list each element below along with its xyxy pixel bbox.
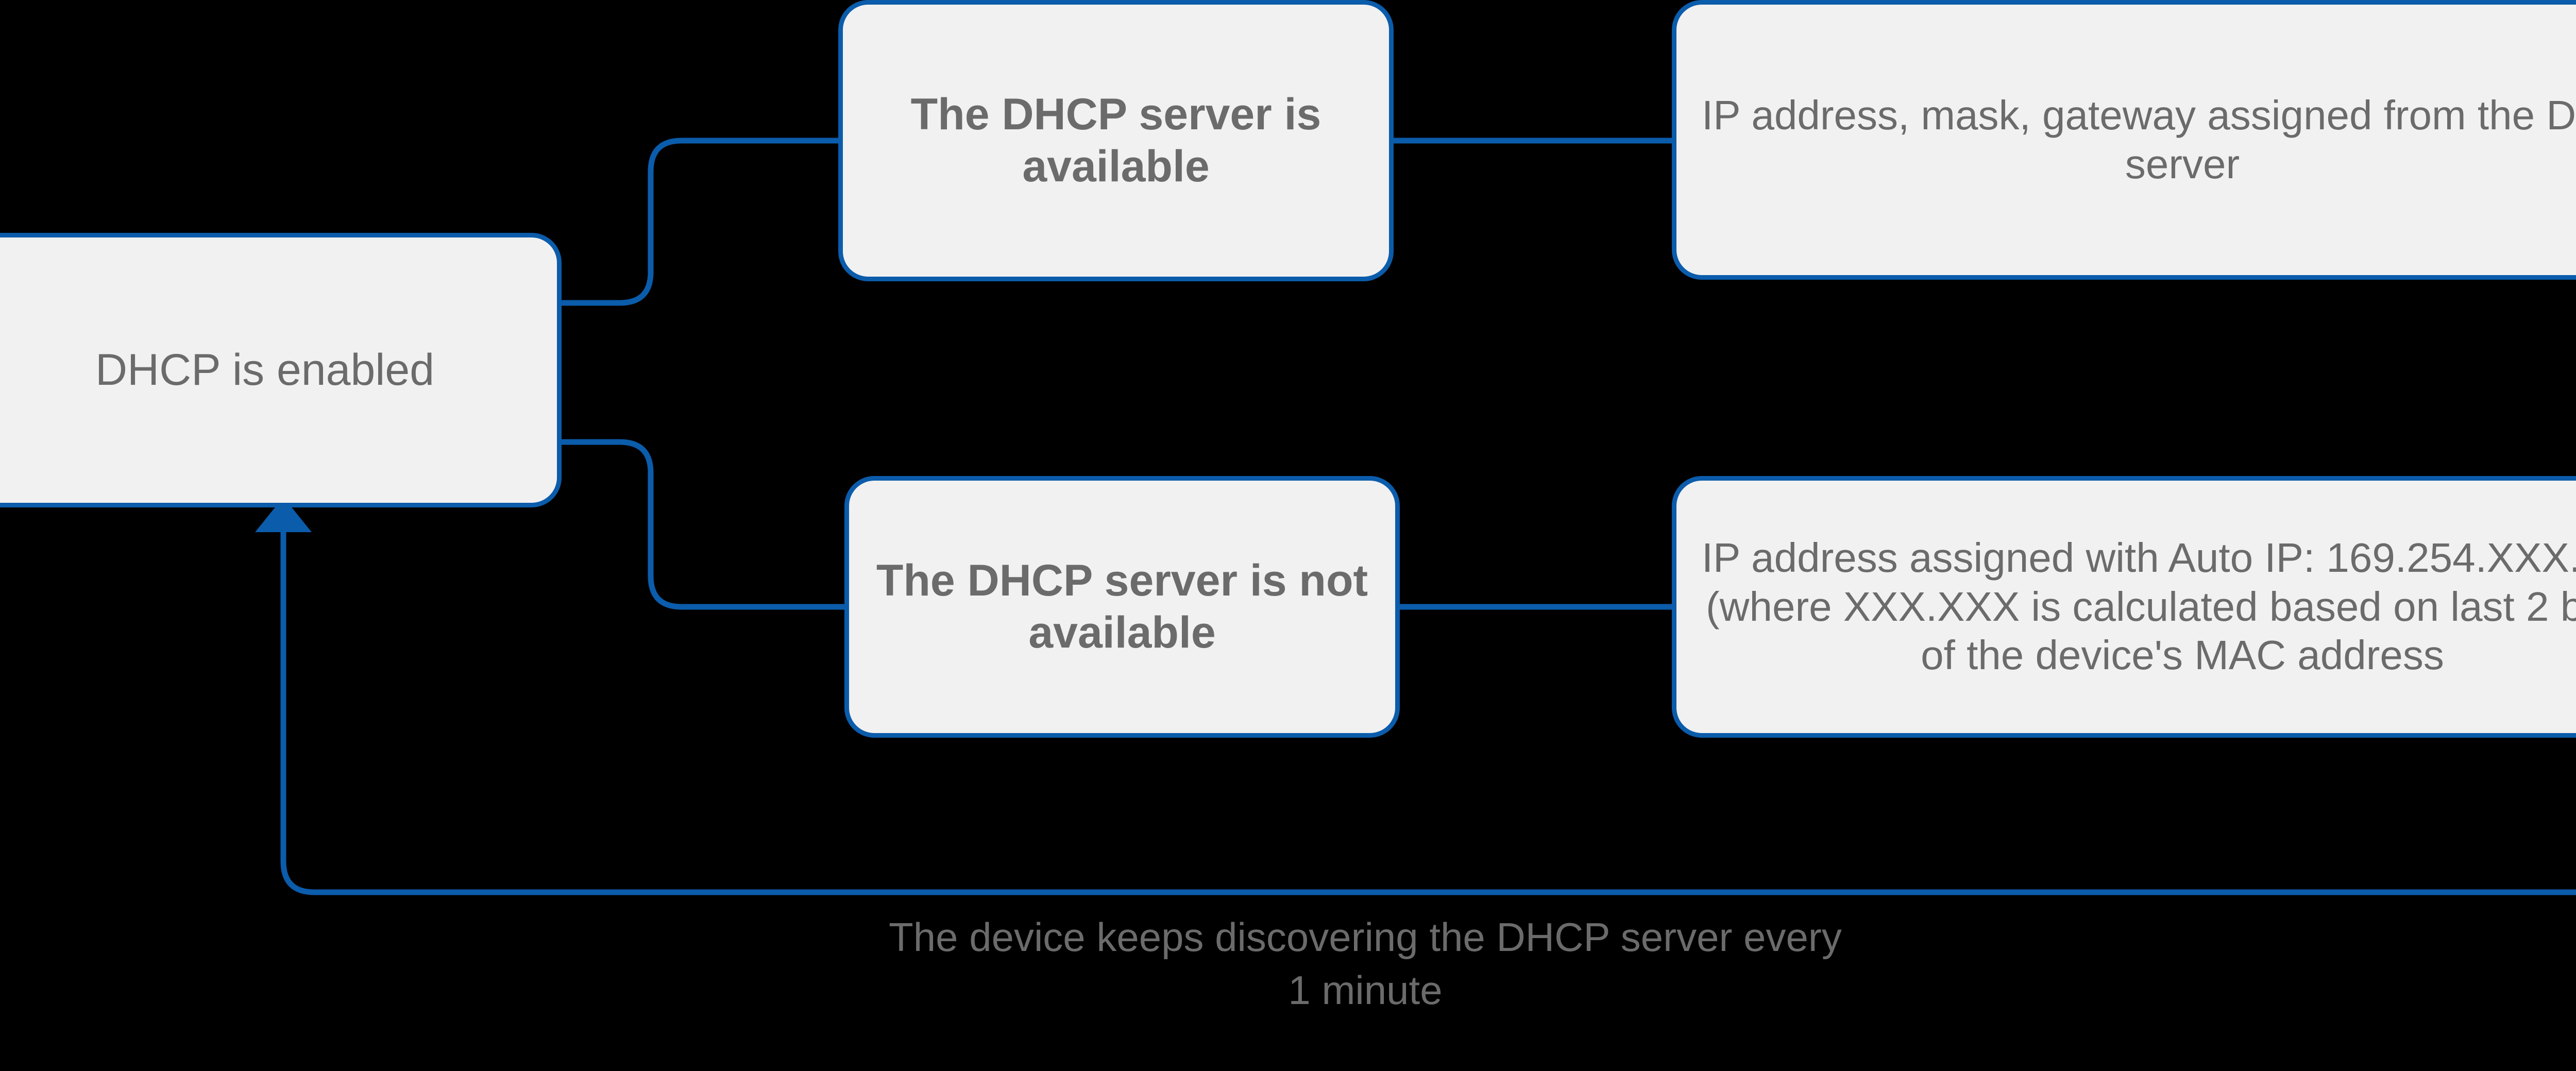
node-dhcp-server-available-label: The DHCP server is available bbox=[910, 89, 1321, 191]
loop-caption-text: The device keeps discovering the DHCP se… bbox=[889, 914, 1842, 1013]
node-dhcp-server-not-available[interactable]: The DHCP server is not available bbox=[844, 476, 1400, 738]
node-dhcp-enabled-label: DHCP is enabled bbox=[95, 345, 435, 395]
node-dhcp-server-available[interactable]: The DHCP server is available bbox=[838, 0, 1394, 281]
edge-enabled-to-not-available bbox=[559, 439, 844, 610]
node-dhcp-enabled[interactable]: DHCP is enabled bbox=[0, 233, 562, 507]
node-assigned-auto-ip[interactable]: IP address assigned with Auto IP: 169.25… bbox=[1672, 476, 2576, 738]
node-assigned-from-dhcp-server[interactable]: IP address, mask, gateway assigned from … bbox=[1672, 0, 2576, 280]
node-assigned-auto-ip-label: IP address assigned with Auto IP: 169.25… bbox=[1701, 535, 2576, 678]
node-dhcp-server-not-available-label: The DHCP server is not available bbox=[876, 555, 1368, 657]
loop-caption: The device keeps discovering the DHCP se… bbox=[876, 911, 1855, 1017]
edge-autoip-feedback-loop bbox=[255, 497, 2576, 895]
edge-enabled-to-available bbox=[559, 138, 838, 306]
node-assigned-from-dhcp-server-label: IP address, mask, gateway assigned from … bbox=[1701, 92, 2576, 187]
